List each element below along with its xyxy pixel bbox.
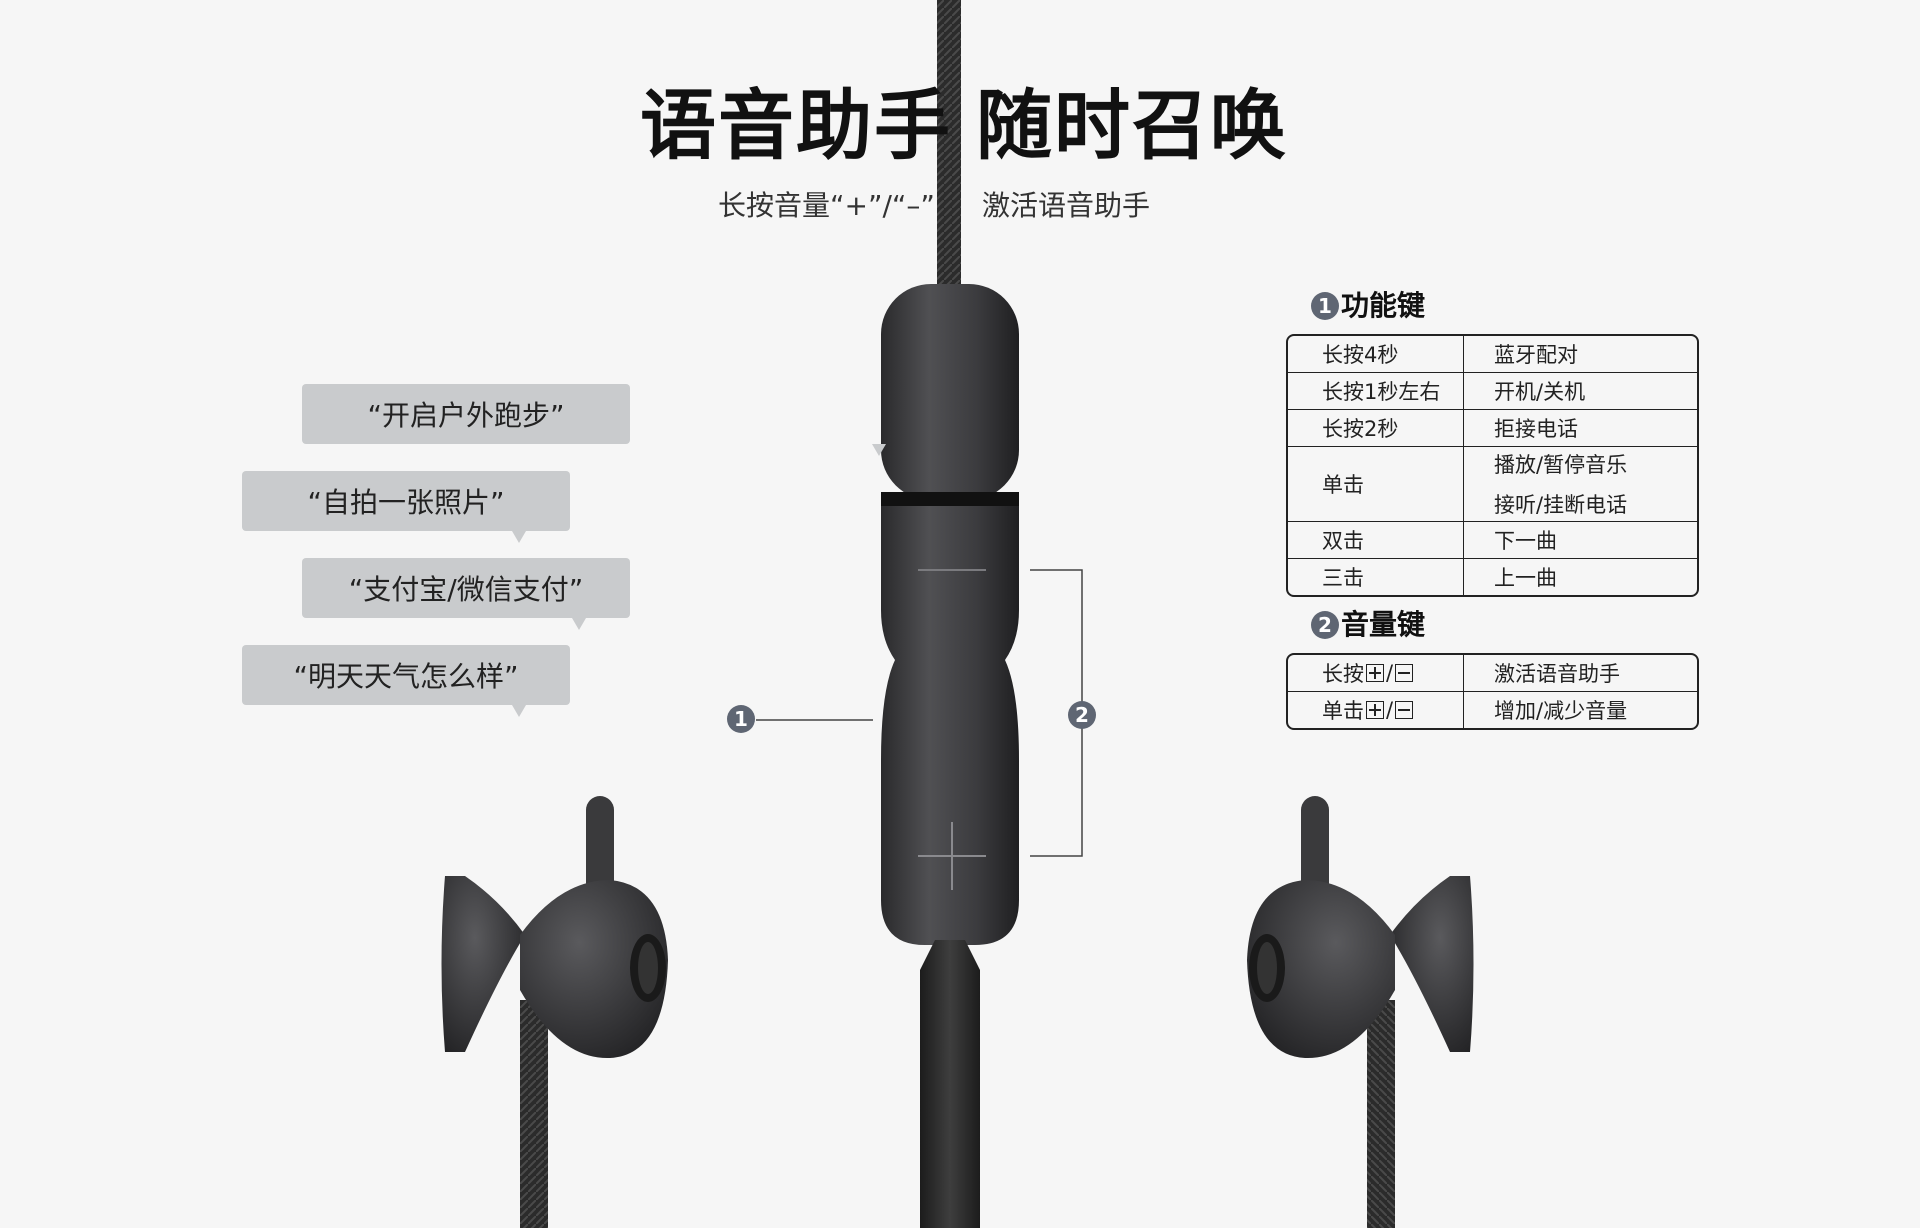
volume-key-table: 长按 / 激活语音助手 单击 / 增加/减少音量 — [1286, 653, 1699, 730]
minus-key-icon — [1395, 701, 1414, 719]
result-cell: 拒接电话 — [1464, 410, 1697, 446]
function-key-table: 长按4秒 蓝牙配对 长按1秒左右 开机/关机 长按2秒 拒接电话 单击 播放/暂… — [1286, 334, 1699, 597]
result-text: 蓝牙配对 — [1494, 343, 1578, 367]
callout-one-badge: 1 — [727, 705, 755, 733]
action-cell: 三击 — [1288, 559, 1464, 595]
voice-command-bubble: “开启户外跑步” — [302, 384, 886, 456]
action-cell: 长按4秒 — [1288, 336, 1464, 372]
bubble-text: “支付宝/微信支付” — [348, 573, 584, 606]
left-earbud — [441, 796, 668, 1228]
function-key-number: 1 — [1311, 292, 1339, 320]
separator: / — [1386, 698, 1394, 722]
volume-key-heading: 2 音量键 — [1311, 611, 1425, 639]
result-text: 播放/暂停音乐 — [1494, 453, 1628, 477]
volume-key-title: 音量键 — [1341, 608, 1426, 641]
result-text: 开机/关机 — [1494, 380, 1586, 404]
table-row: 三击 上一曲 — [1288, 558, 1697, 595]
result-text: 上一曲 — [1494, 566, 1557, 590]
result-cell: 开机/关机 — [1464, 373, 1697, 409]
subtitle-left: 长按音量“+”/“–” — [718, 189, 935, 222]
minus-key-icon — [1395, 664, 1414, 682]
plus-key-icon — [1366, 664, 1384, 682]
result-cell: 播放/暂停音乐 接听/挂断电话 — [1464, 447, 1697, 521]
bubble-text: “开启户外跑步” — [367, 399, 565, 432]
subtitle-right: 激活语音助手 — [982, 189, 1151, 222]
action-text: 单击 — [1322, 699, 1364, 723]
table-row: 长按1秒左右 开机/关机 — [1288, 372, 1697, 409]
table-row: 长按 / 激活语音助手 — [1288, 655, 1697, 691]
result-cell: 激活语音助手 — [1494, 662, 1620, 686]
action-cell: 单击 / — [1288, 692, 1464, 728]
remote-body — [881, 506, 1019, 945]
result-text: 接听/挂断电话 — [1494, 493, 1628, 517]
result-cell: 上一曲 — [1464, 559, 1697, 595]
voice-command-bubble: “支付宝/微信支付” — [302, 558, 630, 630]
action-cell: 长按 / — [1288, 655, 1464, 691]
result-text: 拒接电话 — [1494, 417, 1578, 441]
bubble-tail — [512, 705, 526, 717]
separator: / — [1386, 661, 1394, 685]
action-cell: 单击 — [1288, 447, 1464, 521]
top-cable — [937, 0, 961, 290]
lower-cable — [920, 940, 980, 1228]
voice-command-bubble: “自拍一张照片” — [242, 471, 570, 543]
right-earbud — [1247, 796, 1474, 1228]
table-row: 长按2秒 拒接电话 — [1288, 409, 1697, 446]
table-row: 单击 播放/暂停音乐 接听/挂断电话 — [1288, 446, 1697, 521]
action-cell: 双击 — [1288, 522, 1464, 558]
table-row: 长按4秒 蓝牙配对 — [1288, 336, 1697, 372]
volume-key-number: 2 — [1311, 611, 1339, 639]
function-key-heading: 1 功能键 — [1311, 292, 1425, 320]
action-cell: 长按2秒 — [1288, 410, 1464, 446]
action-text: 长按 — [1322, 662, 1364, 686]
action-cell: 长按1秒左右 — [1288, 373, 1464, 409]
page-title-right: 随时召唤 — [976, 81, 1288, 170]
bubble-tail — [512, 531, 526, 543]
voice-command-bubble: “明天天气怎么样” — [242, 645, 570, 717]
bubble-text: “明天天气怎么样” — [293, 660, 519, 693]
result-cell: 蓝牙配对 — [1464, 336, 1697, 372]
function-key-title: 功能键 — [1341, 289, 1426, 322]
bubble-tail — [572, 618, 586, 630]
bubble-tail — [872, 444, 886, 456]
plus-icon — [918, 822, 986, 890]
page-title-left: 语音助手 — [640, 81, 952, 170]
result-cell: 增加/减少音量 — [1494, 699, 1628, 723]
bubble-text: “自拍一张照片” — [307, 486, 505, 519]
remote-cap — [881, 284, 1019, 500]
table-row: 双击 下一曲 — [1288, 521, 1697, 558]
table-row: 单击 / 增加/减少音量 — [1288, 691, 1697, 728]
result-text: 下一曲 — [1494, 529, 1557, 553]
plus-key-icon — [1366, 701, 1384, 719]
callout-two-badge: 2 — [1068, 701, 1096, 729]
result-cell: 下一曲 — [1464, 522, 1697, 558]
